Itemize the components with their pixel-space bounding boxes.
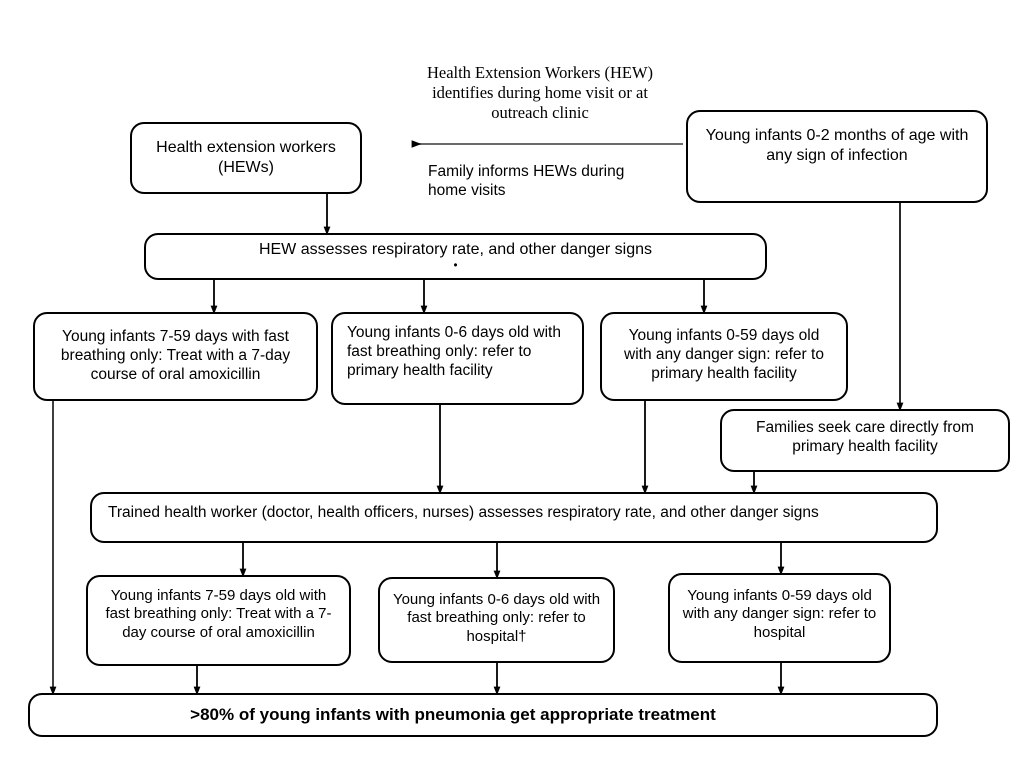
caption-line-3: outreach clinic <box>491 102 589 122</box>
node-facility-branch-fast-breathing-0-6[interactable]: Young infants 0-6 days old with fast bre… <box>378 577 615 663</box>
node-families-seek-care-label: Families seek care directly from primary… <box>756 419 974 455</box>
node-outcome[interactable]: >80% of young infants with pneumonia get… <box>28 693 938 737</box>
node-outcome-label: >80% of young infants with pneumonia get… <box>190 704 716 724</box>
node-hew-branch-fast-breathing-0-6[interactable]: Young infants 0-6 days old with fast bre… <box>331 312 584 405</box>
node-facility-branch-fast-breathing-7-59[interactable]: Young infants 7-59 days old with fast br… <box>86 575 351 666</box>
edge-label-family-informs: Family informs HEWs during home visits <box>428 162 658 201</box>
node-young-infants-source-label: Young infants 0-2 months of age with any… <box>705 127 969 164</box>
node-trained-health-worker[interactable]: Trained health worker (doctor, health of… <box>90 492 938 543</box>
node-hew-assesses-label: HEW assesses respiratory rate, and other… <box>158 240 753 274</box>
node-hew-branch-fast-breathing-7-59-label: Young infants 7-59 days with fast breath… <box>60 328 291 383</box>
node-hew-branch-danger-sign[interactable]: Young infants 0-59 days old with any dan… <box>600 312 848 401</box>
node-hew-branch-danger-sign-label: Young infants 0-59 days old with any dan… <box>624 327 824 382</box>
node-facility-branch-fast-breathing-7-59-label: Young infants 7-59 days old with fast br… <box>105 587 332 641</box>
node-hew-branch-fast-breathing-7-59[interactable]: Young infants 7-59 days with fast breath… <box>33 312 318 401</box>
node-facility-branch-danger-sign[interactable]: Young infants 0-59 days old with any dan… <box>668 573 891 663</box>
node-hew-assesses-text: HEW assesses respiratory rate, and other… <box>258 240 653 258</box>
caption-line-1: Health Extension Workers (HEW) <box>426 63 654 82</box>
node-health-extension-workers[interactable]: Health extension workers (HEWs) <box>130 122 362 194</box>
node-young-infants-source[interactable]: Young infants 0-2 months of age with any… <box>686 110 988 203</box>
diagram-caption: Health Extension Workers (HEW) identifie… <box>380 63 700 122</box>
node-families-seek-care[interactable]: Families seek care directly from primary… <box>720 409 1010 472</box>
edge-label-text: Family informs HEWs during home visits <box>428 163 625 200</box>
footnote-marker-asterisk: • <box>453 260 458 273</box>
node-health-extension-workers-label: Health extension workers (HEWs) <box>156 139 336 176</box>
node-facility-branch-danger-sign-label: Young infants 0-59 days old with any dan… <box>682 587 877 641</box>
node-facility-branch-fast-breathing-0-6-label: Young infants 0-6 days old with fast bre… <box>392 591 601 645</box>
caption-line-2: identifies during home visit or at <box>432 82 648 102</box>
node-hew-assesses[interactable]: HEW assesses respiratory rate, and other… <box>144 233 767 280</box>
node-hew-branch-fast-breathing-0-6-label: Young infants 0-6 days old with fast bre… <box>347 324 561 379</box>
node-trained-health-worker-label: Trained health worker (doctor, health of… <box>108 504 819 521</box>
